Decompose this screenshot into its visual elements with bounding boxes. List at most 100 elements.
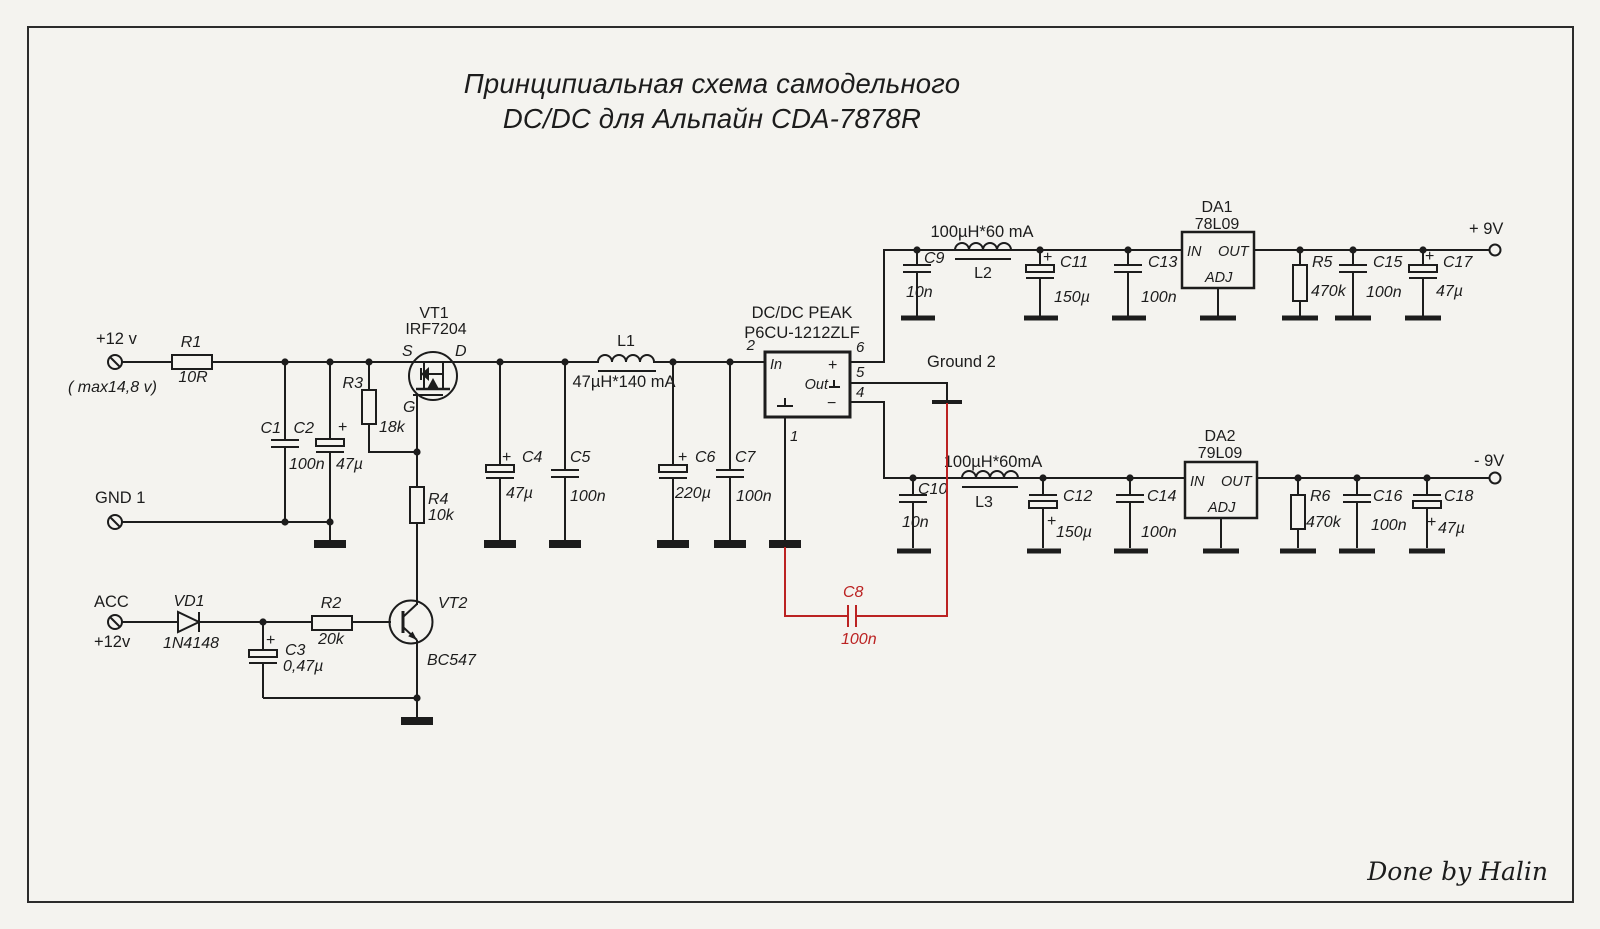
c11-value: 150µ <box>1054 289 1090 306</box>
module-port-out: Out <box>805 377 829 393</box>
c16-value: 100n <box>1371 517 1407 534</box>
vt2-part: BC547 <box>427 652 477 669</box>
r1-value: 10R <box>178 369 208 386</box>
wire <box>849 249 885 363</box>
resistor-r1: R1 10R <box>171 334 213 386</box>
cap-plus-plate <box>315 438 345 447</box>
junction-dots <box>259 246 1431 702</box>
module-pin5-label: 5 <box>856 364 865 381</box>
c4-polarity: + <box>502 449 511 466</box>
r4-ref: R4 <box>428 491 449 508</box>
capacitor-c3: + C3 0,47µ <box>248 622 417 699</box>
da1-pin-in: IN <box>1187 244 1202 260</box>
internal-ground-icon <box>777 398 793 407</box>
junction-dot <box>496 358 504 366</box>
cap-plus-plate <box>658 464 688 473</box>
vt1-part: IRF7204 <box>405 321 466 338</box>
c15-value: 100n <box>1366 284 1402 301</box>
capacitor-c1: C1 100n <box>261 362 325 522</box>
module-body <box>763 350 852 419</box>
vd1-part: 1N4148 <box>163 635 219 652</box>
capacitor-c13: C13 100n <box>1112 250 1177 321</box>
capacitor-c10: C10 10n <box>897 478 947 554</box>
l1-ref: L1 <box>617 333 635 350</box>
module-pin6-label: 6 <box>856 339 865 356</box>
gnd1-label: GND 1 <box>95 489 145 507</box>
r3-value: 18k <box>379 419 406 436</box>
junction-dot <box>1036 246 1044 254</box>
vin-note: ( max14,8 v) <box>68 379 157 396</box>
dcdc-module: DC/DC PEAK P6CU-1212ZLF In + Out − 2 6 5… <box>744 304 865 548</box>
capacitor-c12: C12 + 150µ <box>1027 478 1092 554</box>
output-terminal-icon <box>1488 243 1502 257</box>
c11-polarity: + <box>1043 249 1052 266</box>
ground-bar-icon <box>549 540 581 548</box>
acc-note: +12v <box>94 633 131 651</box>
module-port-minus: − <box>827 395 836 412</box>
junction-dot <box>913 246 921 254</box>
r3-ref: R3 <box>343 375 364 392</box>
c2-polarity: + <box>338 419 347 436</box>
cap-plus-plate <box>1408 264 1438 273</box>
transistor-body <box>408 351 458 401</box>
c1-value: 100n <box>289 456 325 473</box>
c2-ref: C2 <box>294 420 315 437</box>
out-pos-label: + 9V <box>1469 220 1503 238</box>
c8-ref: C8 <box>843 584 864 601</box>
vt1-pin-g: G <box>403 399 415 416</box>
junction-dot <box>326 358 334 366</box>
ground-bar-icon <box>314 540 346 548</box>
junction-dot <box>1296 246 1304 254</box>
r2-value: 20k <box>317 631 345 648</box>
r5-ref: R5 <box>1312 254 1333 271</box>
ground-bar-icon <box>484 540 516 548</box>
junction-dot <box>1423 474 1431 482</box>
c12-polarity: + <box>1047 513 1056 530</box>
vt1-pin-d: D <box>455 343 467 360</box>
resistor-body <box>361 389 377 425</box>
l1-value: 47µH*140 mA <box>572 373 675 391</box>
junction-dot <box>726 358 734 366</box>
l3-value: 100µH*60mA <box>944 453 1042 471</box>
da1-ref: DA1 <box>1201 199 1232 216</box>
resistor-body <box>171 354 213 370</box>
junction-dot <box>909 474 917 482</box>
l3-ref: L3 <box>975 494 993 511</box>
r4-value: 10k <box>428 507 455 524</box>
module-pin4-label: 4 <box>856 384 864 401</box>
da2-ref: DA2 <box>1204 428 1235 445</box>
junction-dot <box>1294 474 1302 482</box>
regulator-da2: DA2 79L09 IN OUT ADJ <box>1183 428 1259 554</box>
terminal-gnd1: GND 1 <box>95 489 145 530</box>
capacitor-c2: C2 + 47µ <box>294 362 363 548</box>
capacitor-c5: C5 100n <box>549 362 606 548</box>
junction-dot <box>413 448 421 456</box>
junction-dot <box>259 618 267 626</box>
c10-value: 10n <box>902 514 929 531</box>
c13-value: 100n <box>1141 289 1177 306</box>
c9-value: 10n <box>906 284 933 301</box>
schematic-title-line1: Принципиальная схема самодельного <box>464 68 960 99</box>
terminal-acc: ACC +12v <box>94 593 131 651</box>
drawing-border <box>27 26 1574 903</box>
c18-value: 47µ <box>1438 520 1465 537</box>
c3-value: 0,47µ <box>283 658 323 675</box>
wire <box>849 382 948 402</box>
r6-value: 470k <box>1306 514 1342 531</box>
ground-bar-icon <box>769 540 801 548</box>
c12-ref: C12 <box>1063 488 1092 505</box>
c14-value: 100n <box>1141 524 1177 541</box>
c6-polarity: + <box>678 449 687 466</box>
capacitor-c6: + C6 220µ <box>657 362 716 548</box>
c4-ref: C4 <box>522 449 543 466</box>
da2-pin-in: IN <box>1190 474 1205 490</box>
junction-dot <box>1349 246 1357 254</box>
capacitor-c15: C15 100n <box>1335 250 1402 321</box>
c9-ref: C9 <box>924 250 945 267</box>
capacitor-c7: C7 100n <box>714 362 772 548</box>
cap-plus-plate <box>1028 500 1058 509</box>
capacitor-c8: C8 100n <box>784 403 948 648</box>
capacitor-c16: C16 100n <box>1339 478 1407 554</box>
screw-terminal-slash <box>109 356 121 368</box>
inductor-l1: L1 47µH*140 mA <box>572 333 675 391</box>
